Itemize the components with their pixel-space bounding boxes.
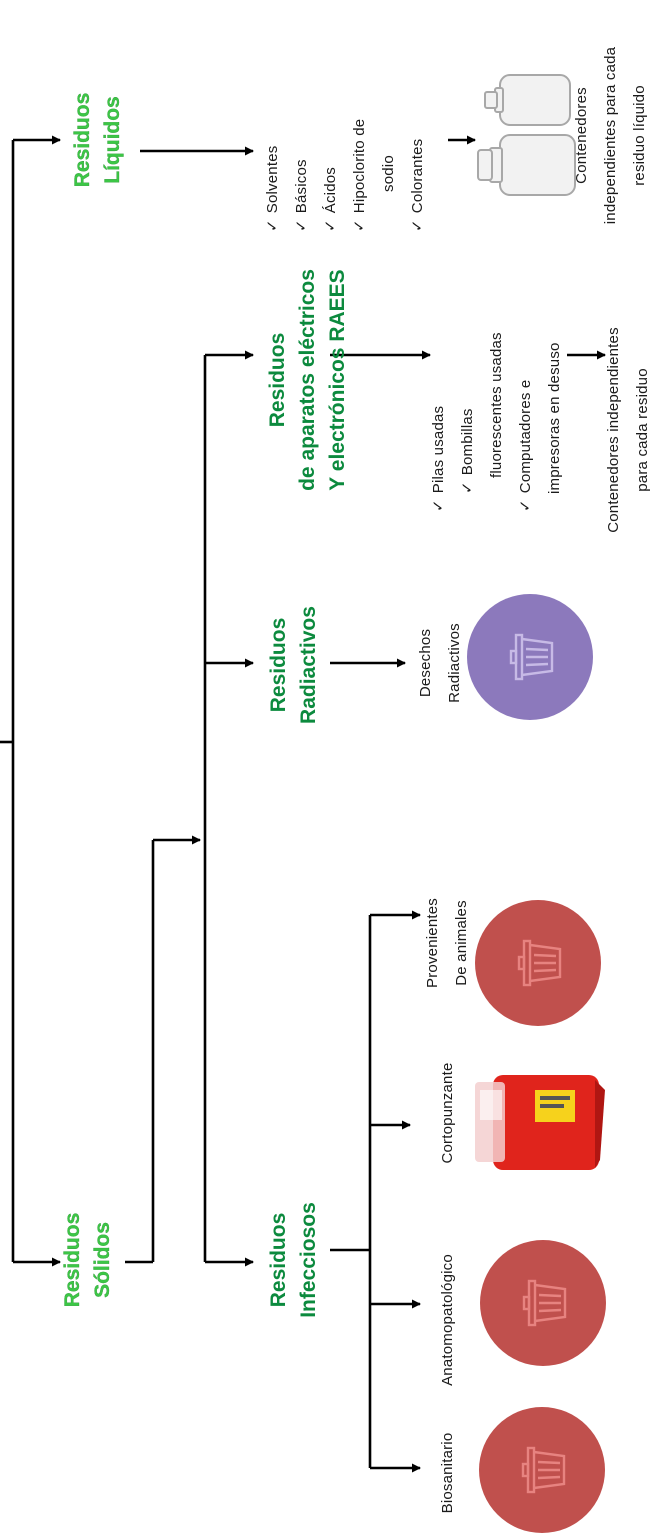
node-label-line: Residuos: [61, 1212, 84, 1308]
node-label-line: Infecciosos: [297, 1202, 320, 1318]
check-icon: ✓: [517, 499, 534, 512]
check-icon: ✓: [351, 219, 368, 232]
check-icon: ✓: [459, 481, 476, 494]
node-label-line: Radiactivos: [297, 606, 320, 724]
list-item-continuation: impresoras en desuso: [546, 342, 563, 494]
list-item: ✓Colorantes: [409, 138, 426, 232]
trash-bin-icon: [509, 633, 554, 681]
list-item: ✓Pilas usadas: [430, 405, 447, 512]
list-item: ✓Bombillas: [459, 408, 476, 494]
node-label-line: Sólidos: [91, 1222, 114, 1298]
biosanitary-waste-label: Biosanitario: [438, 1432, 456, 1514]
node-residuos-raees: Residuos de aparatos eléctricos Y electr…: [260, 230, 356, 530]
check-icon: ✓: [430, 499, 447, 512]
check-icon: ✓: [409, 219, 426, 232]
trash-bin-icon: [522, 1279, 567, 1327]
node-residuos-liquidos: Residuos Líquidos: [66, 60, 130, 220]
sharps-container-icon: [475, 1075, 605, 1170]
node-residuos-radiactivos: Residuos Radiactivos: [262, 575, 326, 755]
node-label-line: Residuos: [267, 1212, 290, 1308]
list-item: ✓Básicos: [293, 159, 310, 232]
liquid-waste-list: ✓Solventes ✓Básicos ✓Ácidos ✓Hipoclorito…: [258, 72, 438, 232]
raees-containers-label: Contenedores independientes para cada re…: [605, 327, 651, 533]
check-icon: ✓: [322, 219, 339, 232]
list-item: ✓Solventes: [264, 145, 281, 232]
node-residuos-solidos: Residuos Sólidos: [56, 1185, 120, 1335]
glass-jar-icon: [477, 134, 576, 196]
list-item: ✓Hipoclorito de: [351, 118, 368, 232]
animal-waste-label: Provenientes De animales: [424, 898, 470, 988]
list-item-continuation: sodio: [380, 155, 397, 192]
node-label-line: Residuos: [267, 617, 290, 713]
list-item-continuation: fluorescentes usadas: [488, 332, 505, 478]
bin-biosanitario: [479, 1407, 605, 1533]
radioactive-waste-label: Desechos Radiactivos: [417, 623, 463, 703]
bin-anatomopatologico: [480, 1240, 606, 1366]
node-label-line: de aparatos eléctricos: [296, 269, 319, 491]
bin-animales: [475, 900, 601, 1026]
list-item: ✓Ácidos: [322, 166, 339, 232]
bin-radiactivos: [467, 594, 593, 720]
node-label-line: Y electrónicos RAEES: [326, 269, 349, 491]
check-icon: ✓: [264, 219, 281, 232]
trash-bin-icon: [521, 1446, 566, 1494]
node-residuos-infecciosos: Residuos Infecciosos: [262, 1165, 326, 1355]
check-icon: ✓: [293, 219, 310, 232]
trash-bin-icon: [517, 939, 562, 987]
raees-waste-list: ✓Pilas usadas ✓Bombillas fluorescentes u…: [424, 277, 574, 512]
list-item: ✓Computadores e: [517, 379, 534, 512]
sharps-waste-label: Cortopunzante: [438, 1062, 456, 1164]
pathology-waste-label: Anatomopatológico: [438, 1254, 456, 1386]
glass-jar-icon: [484, 74, 571, 126]
liquid-containers-label: Contenedores independientes para cada re…: [572, 46, 648, 225]
node-label-line: Residuos: [71, 92, 94, 188]
node-label-line: Líquidos: [101, 96, 124, 184]
node-label-line: Residuos: [266, 332, 289, 428]
